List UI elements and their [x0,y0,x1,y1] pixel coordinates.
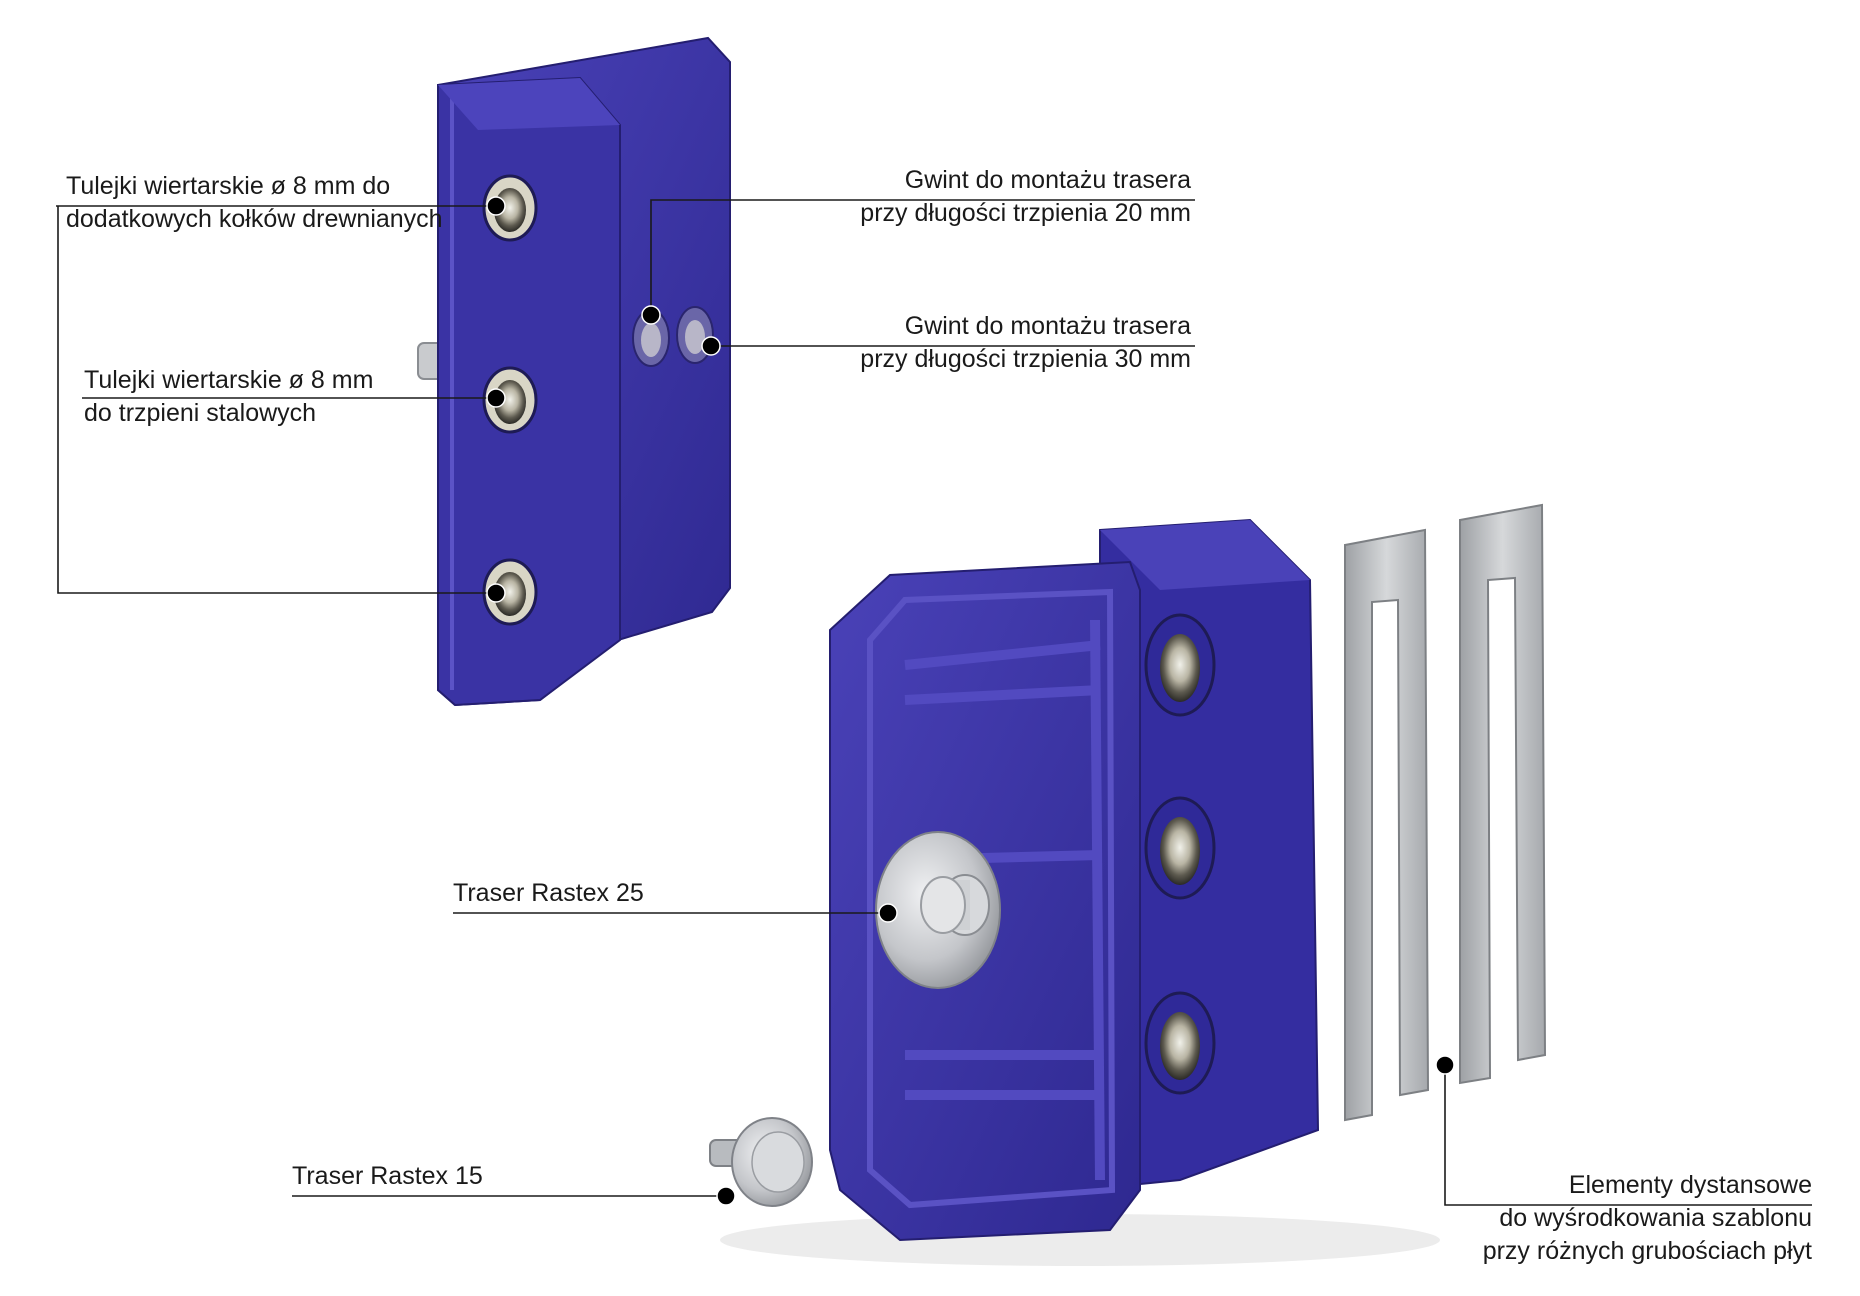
callout-bushings-dowels-line1: Tulejki wiertarskie ø 8 mm do [66,172,391,200]
callout-thread-20-line2: przy długości trzpienia 20 mm [860,199,1191,227]
callout-traser-15-line1: Traser Rastex 15 [292,1162,483,1190]
leader-dots [486,196,1455,1206]
drill-bushing-front-middle [1144,796,1216,900]
callout-traser-15: Traser Rastex 15 [292,1160,483,1193]
callout-thread-30-line1: Gwint do montażu trasera [904,312,1191,340]
callout-spacers-line2: do wyśrodkowania szablonu [1499,1204,1812,1232]
jig-top-chamfer [438,78,620,130]
callout-thread-30-line2: przy długości trzpienia 30 mm [860,345,1191,373]
drill-bushing-front-top [1144,613,1216,717]
jig-back-view [417,36,731,707]
callout-spacers-line3: przy różnych grubościach płyt [1482,1237,1812,1265]
callout-bushings-steel: Tulejki wiertarskie ø 8 mm do trzpieni s… [84,364,373,430]
dot-bushing-bottom [486,583,506,603]
spacer-strip-right [1459,503,1547,1085]
jig-ribs [904,619,1105,1181]
dot-traser-15 [716,1186,736,1206]
dot-thread-20 [641,305,661,325]
side-block-top [1100,520,1310,590]
callout-bushings-dowels: Tulejki wiertarskie ø 8 mm do dodatkowyc… [66,170,443,236]
callout-thread-20-line1: Gwint do montażu trasera [904,166,1191,194]
jig-plate-rim [867,588,1116,1209]
callout-bushings-steel-line1: Tulejki wiertarskie ø 8 mm [84,366,374,394]
callout-thread-20: Gwint do montażu trasera przy długości t… [860,164,1191,230]
drill-bushing-bottom [482,558,538,626]
dot-spacers [1435,1055,1455,1075]
thread-hole-20 [632,309,670,367]
leader-lines [56,199,1812,1206]
callout-traser-25-line1: Traser Rastex 25 [453,879,644,907]
dot-traser-25 [878,903,898,923]
leader-thread-20 [650,199,1195,315]
callout-spacers: Elementy dystansowe do wyśrodkowania sza… [1483,1169,1812,1268]
drill-bushing-top [482,174,538,242]
callout-bushings-steel-line2: do trzpieni stalowych [84,399,317,427]
leader-bushings-bracket [57,206,496,594]
traser-rastex-25 [875,831,1001,989]
dot-thread-30 [701,336,721,356]
callout-traser-25: Traser Rastex 25 [453,877,644,910]
dot-bushing-top [486,196,506,216]
callout-spacers-line1: Elementy dystansowe [1568,1171,1812,1199]
drill-bushing-middle [482,366,538,434]
jig-front-view [720,518,1440,1266]
callout-thread-30: Gwint do montażu trasera przy długości t… [860,310,1191,376]
spacer-strip-left [1344,528,1430,1122]
callout-bushings-dowels-line2: dodatkowych kołków drewnianych [66,205,443,233]
drill-bushing-front-bottom [1144,991,1216,1095]
leader-spacers [1444,1065,1812,1206]
dot-bushing-middle [486,388,506,408]
traser-rastex-15 [709,1117,813,1207]
